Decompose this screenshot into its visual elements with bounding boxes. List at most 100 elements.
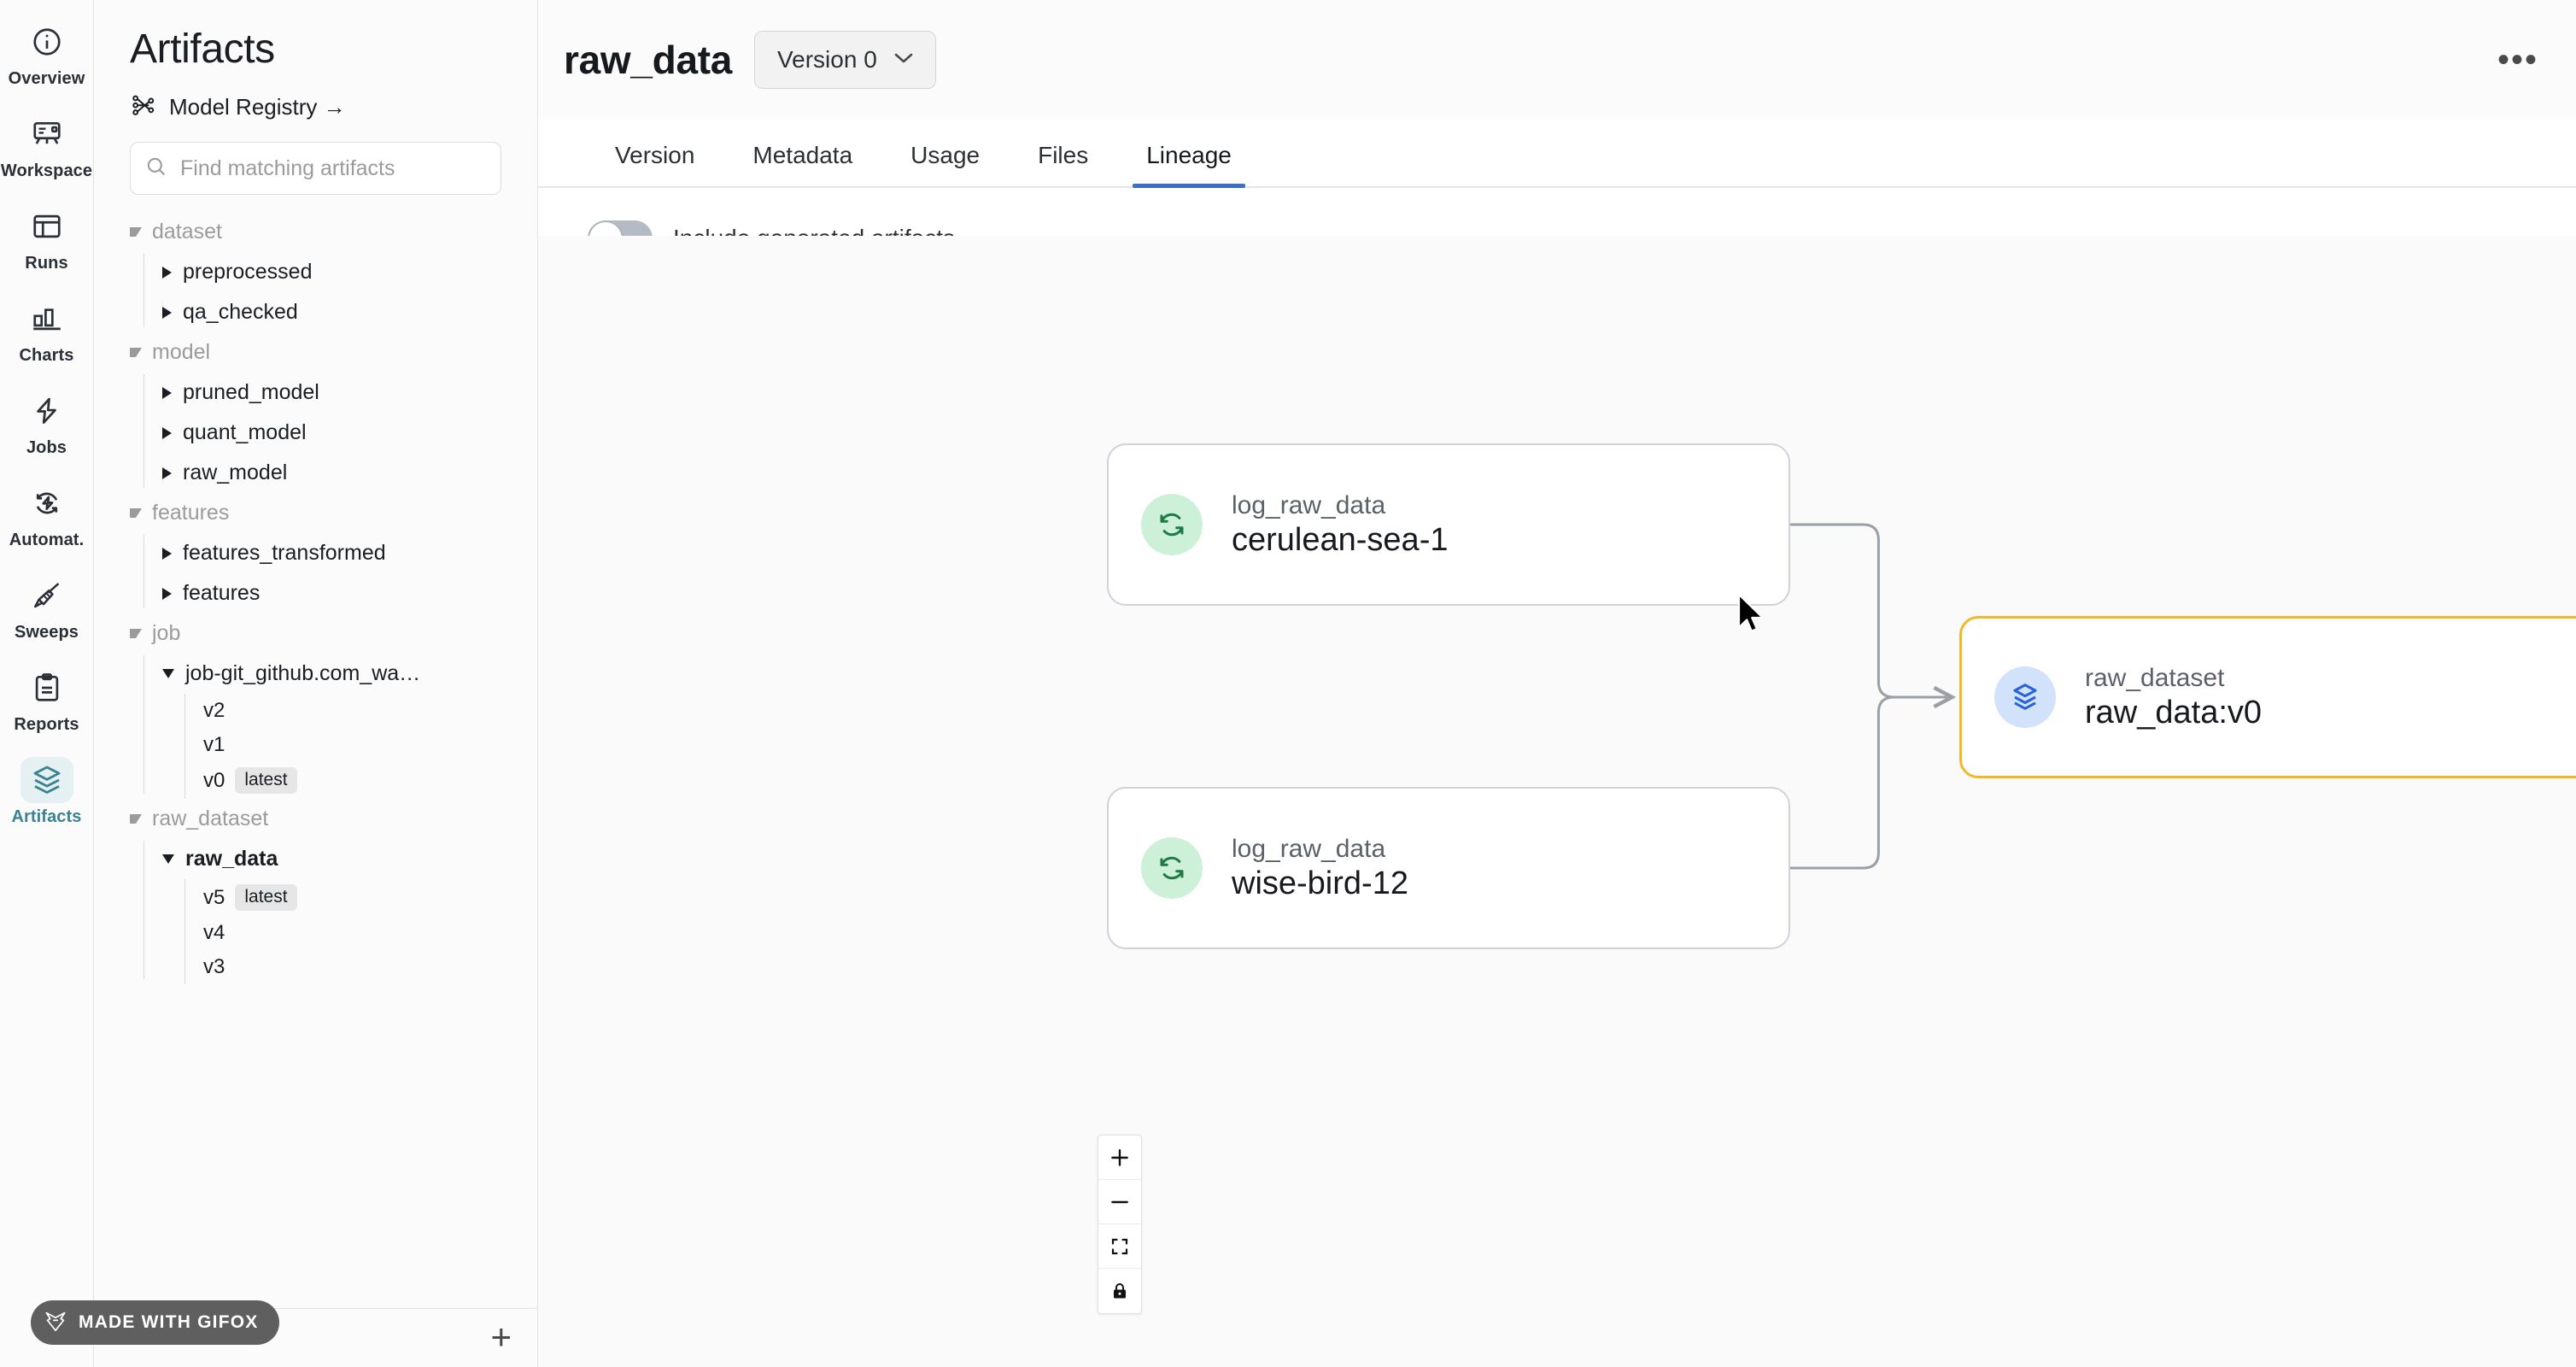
tab-version[interactable]: Version bbox=[615, 142, 695, 168]
tree-item-label: raw_model bbox=[183, 461, 288, 484]
zoom-out-button[interactable] bbox=[1098, 1180, 1141, 1224]
chevron-right-icon bbox=[162, 547, 172, 560]
node-name: wise-bird-12 bbox=[1232, 865, 1408, 901]
tree-item-preprocessed[interactable]: preprocessed bbox=[162, 252, 537, 292]
chevron-down-icon bbox=[130, 508, 142, 518]
tree-item-raw_data[interactable]: raw_data bbox=[162, 839, 537, 879]
tree-group-features[interactable]: features bbox=[94, 493, 537, 533]
rail-label: Runs bbox=[25, 254, 68, 273]
model-registry-link[interactable]: Model Registry → bbox=[94, 73, 537, 123]
chevron-down-icon bbox=[162, 854, 174, 864]
run-refresh-icon bbox=[1141, 494, 1203, 555]
tree-group-label: job bbox=[152, 621, 181, 645]
clipboard-icon bbox=[20, 665, 73, 711]
tree-item-quant_model[interactable]: quant_model bbox=[162, 413, 537, 453]
rail-label: Charts bbox=[19, 346, 74, 365]
rail-item-sweeps[interactable]: Sweeps bbox=[6, 572, 88, 642]
rail-label: Overview bbox=[8, 69, 85, 88]
version-selector[interactable]: Version 0 bbox=[754, 31, 936, 89]
workspace-icon bbox=[20, 111, 73, 157]
tree-version-v4[interactable]: v4 bbox=[203, 916, 537, 950]
tree-children: features_transformed features bbox=[143, 533, 537, 613]
chevron-right-icon bbox=[162, 466, 172, 479]
rail-item-runs[interactable]: Runs bbox=[6, 203, 88, 273]
version-tag: latest bbox=[235, 884, 297, 911]
gifox-label: MADE WITH GIFOX bbox=[79, 1312, 259, 1332]
global-nav-rail: Overview Workspace Runs bbox=[0, 0, 94, 1367]
tab-files[interactable]: Files bbox=[1038, 142, 1089, 168]
tree-item-features_transformed[interactable]: features_transformed bbox=[162, 533, 537, 573]
tab-lineage[interactable]: Lineage bbox=[1117, 142, 1261, 188]
chevron-right-icon bbox=[162, 426, 172, 439]
gifox-fox-icon bbox=[43, 1308, 68, 1338]
table-icon bbox=[20, 203, 73, 249]
version-selector-label: Version 0 bbox=[777, 46, 877, 73]
rail-item-overview[interactable]: Overview bbox=[6, 19, 88, 89]
version-label: v3 bbox=[203, 955, 225, 978]
search-input[interactable]: Find matching artifacts bbox=[130, 142, 501, 195]
tree-item-features[interactable]: features bbox=[162, 573, 537, 613]
version-label: v4 bbox=[203, 921, 225, 944]
tree-item-label: preprocessed bbox=[183, 260, 313, 284]
tree-group-dataset[interactable]: dataset bbox=[94, 212, 537, 252]
tree-group-model[interactable]: model bbox=[94, 332, 537, 373]
lock-button[interactable] bbox=[1098, 1269, 1141, 1313]
tree-version-v1[interactable]: v1 bbox=[203, 728, 537, 762]
automation-icon bbox=[20, 480, 73, 526]
node-type: raw_dataset bbox=[2085, 663, 2225, 692]
tree-group-label: model bbox=[152, 340, 211, 364]
version-label: v2 bbox=[203, 699, 225, 722]
rail-label: Workspace bbox=[0, 161, 93, 180]
lineage-edge bbox=[1790, 523, 1956, 708]
tree-children: preprocessed qa_checked bbox=[143, 252, 537, 332]
tab-usage[interactable]: Usage bbox=[910, 142, 981, 168]
node-name: raw_data:v0 bbox=[2085, 694, 2263, 730]
sidebar-divider bbox=[94, 1308, 537, 1309]
bar-chart-icon bbox=[20, 296, 73, 342]
add-artifact-button[interactable]: + bbox=[490, 1317, 512, 1357]
tree-version-v3[interactable]: v3 bbox=[203, 950, 537, 984]
chevron-right-icon bbox=[162, 266, 172, 279]
tree-item-raw_model[interactable]: raw_model bbox=[162, 453, 537, 493]
tree-item-qa_checked[interactable]: qa_checked bbox=[162, 292, 537, 332]
tree-group-job[interactable]: job bbox=[94, 613, 537, 654]
rail-label: Artifacts bbox=[11, 807, 82, 826]
version-label: v1 bbox=[203, 733, 225, 756]
tree-item-pruned_model[interactable]: pruned_model bbox=[162, 373, 537, 413]
artifacts-sidebar: Artifacts Model Registry → Find matching… bbox=[94, 0, 538, 1367]
zoom-in-button[interactable] bbox=[1098, 1135, 1141, 1180]
zoom-controls bbox=[1098, 1135, 1142, 1314]
rail-item-charts[interactable]: Charts bbox=[6, 296, 88, 366]
tree-group-raw_dataset[interactable]: raw_dataset bbox=[94, 799, 537, 839]
broom-icon bbox=[20, 572, 73, 619]
tab-metadata[interactable]: Metadata bbox=[752, 142, 853, 168]
chevron-down-icon bbox=[130, 814, 142, 824]
tree-item-label: features_transformed bbox=[183, 541, 386, 565]
search-icon bbox=[144, 155, 168, 183]
tree-item-label: features bbox=[183, 581, 261, 605]
model-registry-icon bbox=[130, 91, 157, 123]
rail-item-automations[interactable]: Automat. bbox=[6, 480, 88, 550]
layers-icon bbox=[20, 757, 73, 803]
rail-item-jobs[interactable]: Jobs bbox=[6, 388, 88, 458]
tree-item-job-git_github.com_wa…[interactable]: job-git_github.com_wa… bbox=[162, 654, 537, 694]
rail-item-reports[interactable]: Reports bbox=[6, 665, 88, 735]
rail-item-artifacts[interactable]: Artifacts bbox=[6, 757, 88, 827]
rail-label: Reports bbox=[14, 715, 79, 734]
tree-version-v2[interactable]: v2 bbox=[203, 694, 537, 728]
overflow-menu-button[interactable]: ••• bbox=[2497, 41, 2538, 79]
layers-icon bbox=[1994, 666, 2056, 728]
rail-item-workspace[interactable]: Workspace bbox=[1, 111, 92, 181]
fit-view-button[interactable] bbox=[1098, 1224, 1141, 1269]
chevron-down-icon bbox=[130, 629, 142, 638]
